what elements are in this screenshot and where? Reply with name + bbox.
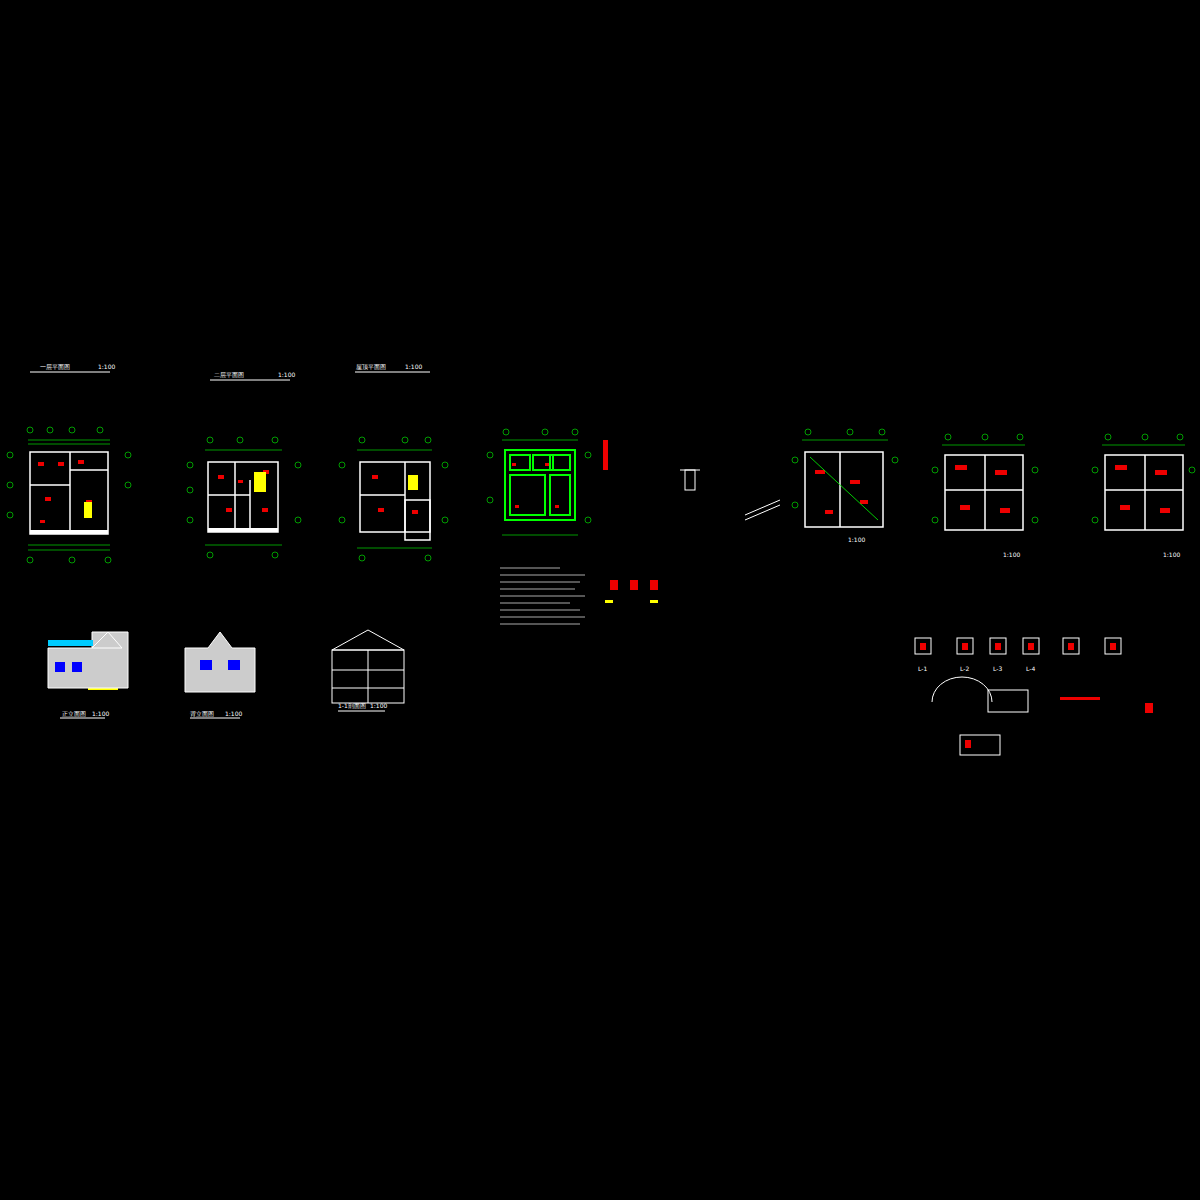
drawing-label: L-4 — [1026, 666, 1035, 672]
drawing-label: 1:100 — [405, 364, 422, 370]
drawing-label: 1:100 — [98, 364, 115, 370]
drawing-label: 背立面图 — [190, 711, 214, 717]
drawing-label: 1:100 — [1003, 552, 1020, 558]
drawing-label: L-1 — [918, 666, 927, 672]
drawing-label: 1:100 — [370, 703, 387, 709]
drawing-label: L-3 — [993, 666, 1002, 672]
drawing-label: 1-1剖面图 — [338, 703, 366, 709]
drawing-label: 1:100 — [1163, 552, 1180, 558]
drawing-label: 1:100 — [225, 711, 242, 717]
drawing-label: 二层平面图 — [214, 372, 244, 378]
drawing-label: 屋顶平面图 — [356, 364, 386, 370]
drawing-label: 1:100 — [278, 372, 295, 378]
drawing-label: 正立面图 — [62, 711, 86, 717]
drawing-label: 1:100 — [848, 537, 865, 543]
drawing-label: 1:100 — [92, 711, 109, 717]
drawing-label: 一层平面图 — [40, 364, 70, 370]
drawing-label: L-2 — [960, 666, 969, 672]
